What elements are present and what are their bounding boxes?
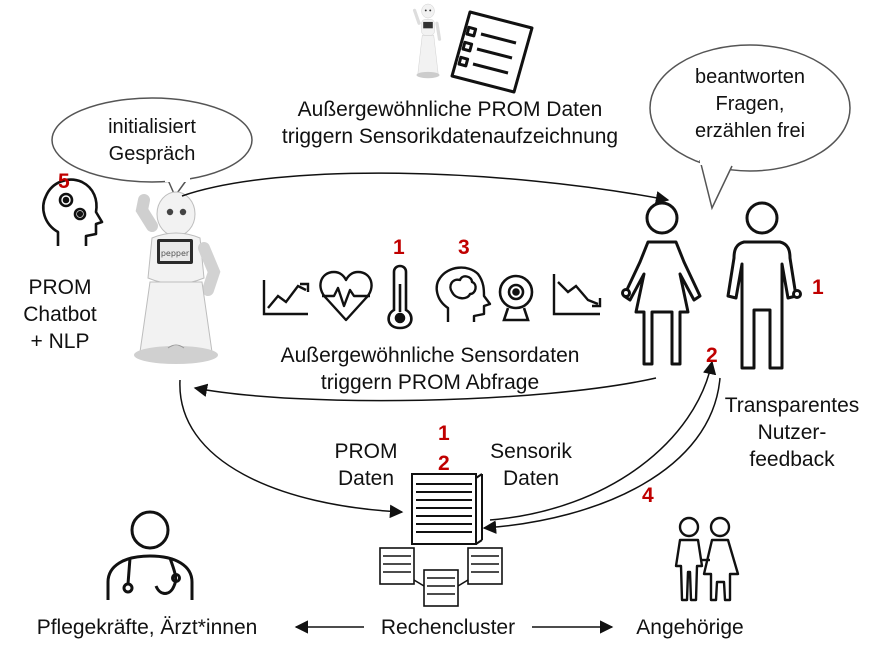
prom-data-line-2: Daten [337,467,395,490]
robot-bubble-line-1: initialisiert [108,116,196,138]
prom-data-label: PROM Daten [316,438,416,492]
top-caption: Außergewöhnliche PROM Daten triggern Sen… [250,96,650,150]
webcam-icon [498,274,534,322]
woman-icon [621,201,702,366]
number-brain: 3 [458,236,470,259]
number-center-1: 1 [438,422,450,445]
head-brain-icon [435,266,492,322]
robot-bubble-line-2: Gespräch [108,143,196,165]
feedback-label-line-2: Nutzer- [757,421,827,444]
robot-icon: pepper [134,191,221,364]
middle-caption: Außergewöhnliche Sensordaten triggern PR… [240,342,620,396]
chatbot-label: PROM Chatbot + NLP [10,274,110,355]
feedback-label-line-1: Transparentes [724,394,860,417]
caregivers-label: Pflegekräfte, Ärzt*innen [36,616,258,639]
relatives-label: Angehörige [636,616,744,639]
users-bubble-line-3: erzählen frei [694,120,806,142]
top-caption-line-1: Außergewöhnliche PROM Daten [297,98,603,121]
prom-data-line-1: PROM [334,440,398,463]
sensor-data-label: Sensorik Daten [476,438,586,492]
middle-caption-line-1: Außergewöhnliche Sensordaten [280,344,580,367]
users-bubble-text: beantworten Fragen, erzählen frei [680,64,820,145]
number-center-2: 2 [438,452,450,475]
cluster-label: Rechencluster [380,616,516,639]
robot-screen-label: pepper [161,249,190,258]
chatbot-label-line-2: Chatbot [23,303,97,326]
number-up-arrow: 2 [706,344,718,367]
trend-up-icon [262,280,310,316]
robot-bubble-text: initialisiert Gespräch [92,114,212,168]
server-icon [411,473,483,545]
number-chatbot: 5 [58,170,70,193]
middle-caption-line-2: triggern PROM Abfrage [320,371,540,394]
feedback-label: Transparentes Nutzer- feedback [712,392,872,473]
sensor-data-line-1: Sensorik [490,440,572,463]
users-bubble-line-2: Fragen, [715,93,785,115]
speech-bubble-icon [51,97,253,198]
thermometer-icon [387,264,413,330]
chatbot-label-line-1: PROM [28,276,92,299]
doctor-icon [106,510,194,600]
feedback-label-line-3: feedback [749,448,835,471]
man-icon [726,201,802,370]
heart-pulse-icon [319,270,373,322]
sensor-data-line-2: Daten [502,467,560,490]
top-caption-line-2: triggern Sensorikdatenaufzeichnung [281,125,619,148]
checklist-icon [450,10,534,94]
head-gears-icon [42,178,104,246]
robot-icon [412,3,442,79]
trend-down-icon [552,274,602,316]
users-bubble-line-1: beantworten [694,66,806,88]
speech-bubble-icon [649,44,851,211]
couple-icon [674,516,740,602]
chatbot-label-line-3: + NLP [30,330,90,353]
number-back-arrow: 4 [642,484,654,507]
number-wrist: 1 [812,276,824,299]
server-cluster-icon [379,547,503,607]
number-thermometer: 1 [393,236,405,259]
